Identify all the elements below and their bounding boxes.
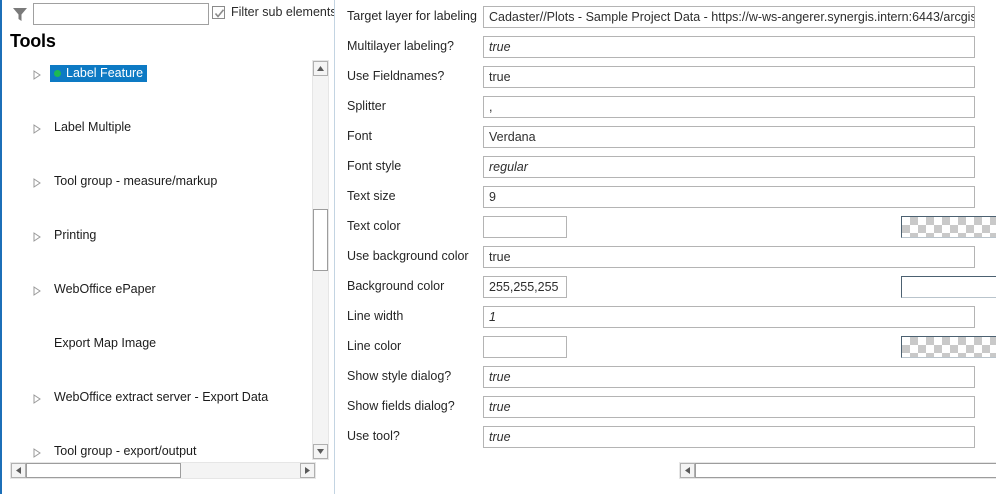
tree-item[interactable]: Tool group - measure/markup bbox=[2, 168, 312, 195]
property-value-input[interactable]: true bbox=[483, 36, 975, 58]
expand-arrow-icon[interactable] bbox=[32, 177, 42, 188]
expand-arrow-icon[interactable] bbox=[32, 393, 42, 404]
property-row: Splitter, bbox=[335, 93, 995, 123]
tree-item[interactable]: Label Feature bbox=[2, 60, 312, 87]
expand-arrow-icon[interactable] bbox=[32, 123, 42, 134]
tree-horizontal-scrollbar[interactable] bbox=[10, 462, 316, 479]
property-row: Font style regular bbox=[335, 153, 995, 183]
property-value-input[interactable]: regular bbox=[483, 156, 975, 178]
property-label: Multilayer labeling? bbox=[347, 39, 455, 53]
property-label: Use background color bbox=[347, 249, 469, 263]
property-value-input[interactable] bbox=[483, 216, 567, 238]
property-row: Text size 9 bbox=[335, 183, 995, 213]
status-dot-icon bbox=[54, 69, 61, 77]
scroll-left-button[interactable] bbox=[680, 463, 695, 478]
color-swatch[interactable] bbox=[901, 216, 996, 238]
property-row: Use tool? true bbox=[335, 423, 995, 453]
property-label: Splitter bbox=[347, 99, 386, 113]
filter-input[interactable] bbox=[33, 3, 209, 25]
expand-arrow-icon[interactable] bbox=[32, 447, 42, 458]
expand-arrow-icon[interactable] bbox=[32, 285, 42, 296]
scroll-left-button[interactable] bbox=[11, 463, 26, 478]
tree-item-text: Label Feature bbox=[66, 66, 144, 80]
tree-item[interactable]: Export Map Image bbox=[2, 330, 312, 357]
property-row: Target layer for labeling Cadaster//Plots… bbox=[335, 3, 995, 33]
tree-vertical-scrollbar[interactable] bbox=[312, 60, 329, 460]
property-label: Background color bbox=[347, 279, 445, 293]
property-value-input[interactable]: Verdana bbox=[483, 126, 975, 148]
tree-item[interactable]: Tool group - export/output bbox=[2, 438, 312, 460]
property-row: Text color bbox=[335, 213, 996, 243]
tree-hscroll-thumb[interactable] bbox=[26, 463, 181, 478]
property-value-input[interactable]: true bbox=[483, 426, 975, 448]
property-label: Font style bbox=[347, 159, 402, 173]
filter-bar: Filter sub elements bbox=[2, 0, 337, 30]
tree-item[interactable]: Label Multiple bbox=[2, 114, 312, 141]
properties-panel: Target layer for labeling Cadaster//Plots… bbox=[334, 0, 996, 494]
tree-scroll-thumb[interactable] bbox=[313, 209, 328, 271]
property-value-input[interactable]: true bbox=[483, 66, 975, 88]
checkbox-box[interactable] bbox=[212, 5, 225, 19]
tree-item[interactable]: Printing bbox=[2, 222, 312, 249]
property-label: Use tool? bbox=[347, 429, 400, 443]
filter-sub-elements-label: Filter sub elements bbox=[231, 5, 337, 19]
property-row: Use background color true bbox=[335, 243, 995, 273]
property-value-input[interactable]: true bbox=[483, 366, 975, 388]
scroll-down-button[interactable] bbox=[313, 444, 328, 459]
property-row: Background color 255,255,255 bbox=[335, 273, 996, 303]
expand-arrow-icon[interactable] bbox=[32, 231, 42, 242]
tree-item[interactable]: WebOffice extract server - Export Data bbox=[2, 384, 312, 411]
tree-item-label: Label Multiple bbox=[54, 120, 132, 134]
property-label: Show fields dialog? bbox=[347, 399, 455, 413]
tree-item-label: Label Feature bbox=[50, 65, 148, 82]
property-row: Line width 1 bbox=[335, 303, 995, 333]
color-swatch[interactable] bbox=[901, 276, 996, 298]
expand-arrow-icon[interactable] bbox=[32, 69, 42, 80]
property-value-input[interactable]: true bbox=[483, 246, 975, 268]
properties-hscroll-thumb[interactable] bbox=[695, 463, 996, 478]
tree-item-label: Printing bbox=[54, 228, 97, 242]
tree-item-label: Tool group - measure/markup bbox=[54, 174, 218, 188]
property-label: Show style dialog? bbox=[347, 369, 452, 383]
property-row: Line color bbox=[335, 333, 996, 363]
property-value-input[interactable]: 1 bbox=[483, 306, 975, 328]
filter-sub-elements-checkbox[interactable]: Filter sub elements bbox=[212, 5, 337, 19]
property-label: Line width bbox=[347, 309, 404, 323]
tree-item-label: WebOffice ePaper bbox=[54, 282, 156, 296]
check-icon bbox=[214, 8, 225, 18]
property-row: Use Fieldnames? true bbox=[335, 63, 995, 93]
property-value-input[interactable]: true bbox=[483, 396, 975, 418]
color-swatch[interactable] bbox=[901, 336, 996, 358]
tree-item-label: Tool group - export/output bbox=[54, 444, 197, 458]
tree-item-label: Export Map Image bbox=[54, 336, 157, 350]
property-label: Use Fieldnames? bbox=[347, 69, 445, 83]
property-row: Show fields dialog? true bbox=[335, 393, 995, 423]
scroll-right-button[interactable] bbox=[300, 463, 315, 478]
property-value-input[interactable]: , bbox=[483, 96, 975, 118]
property-value-input[interactable]: Cadaster//Plots - Sample Project Data - … bbox=[483, 6, 975, 28]
property-value-input[interactable]: 255,255,255 bbox=[483, 276, 567, 298]
page-title: Tools bbox=[10, 31, 56, 51]
property-value-input[interactable] bbox=[483, 336, 567, 358]
property-row: Show style dialog? true bbox=[335, 363, 995, 393]
tree-item-label: WebOffice extract server - Export Data bbox=[54, 390, 269, 404]
property-label: Text color bbox=[347, 219, 401, 233]
tree-item[interactable]: WebOffice ePaper bbox=[2, 276, 312, 303]
scroll-up-button[interactable] bbox=[313, 61, 328, 76]
property-label: Font bbox=[347, 129, 373, 143]
property-row: Font Verdana bbox=[335, 123, 995, 153]
properties-list: Target layer for labeling Cadaster//Plots… bbox=[335, 0, 996, 494]
properties-horizontal-scrollbar[interactable] bbox=[679, 462, 996, 479]
funnel-icon bbox=[11, 5, 29, 23]
property-value-input[interactable]: 9 bbox=[483, 186, 975, 208]
property-label: Text size bbox=[347, 189, 396, 203]
property-row: Multilayer labeling? true bbox=[335, 33, 995, 63]
property-label: Line color bbox=[347, 339, 402, 353]
property-label: Target layer for labeling bbox=[347, 9, 477, 23]
